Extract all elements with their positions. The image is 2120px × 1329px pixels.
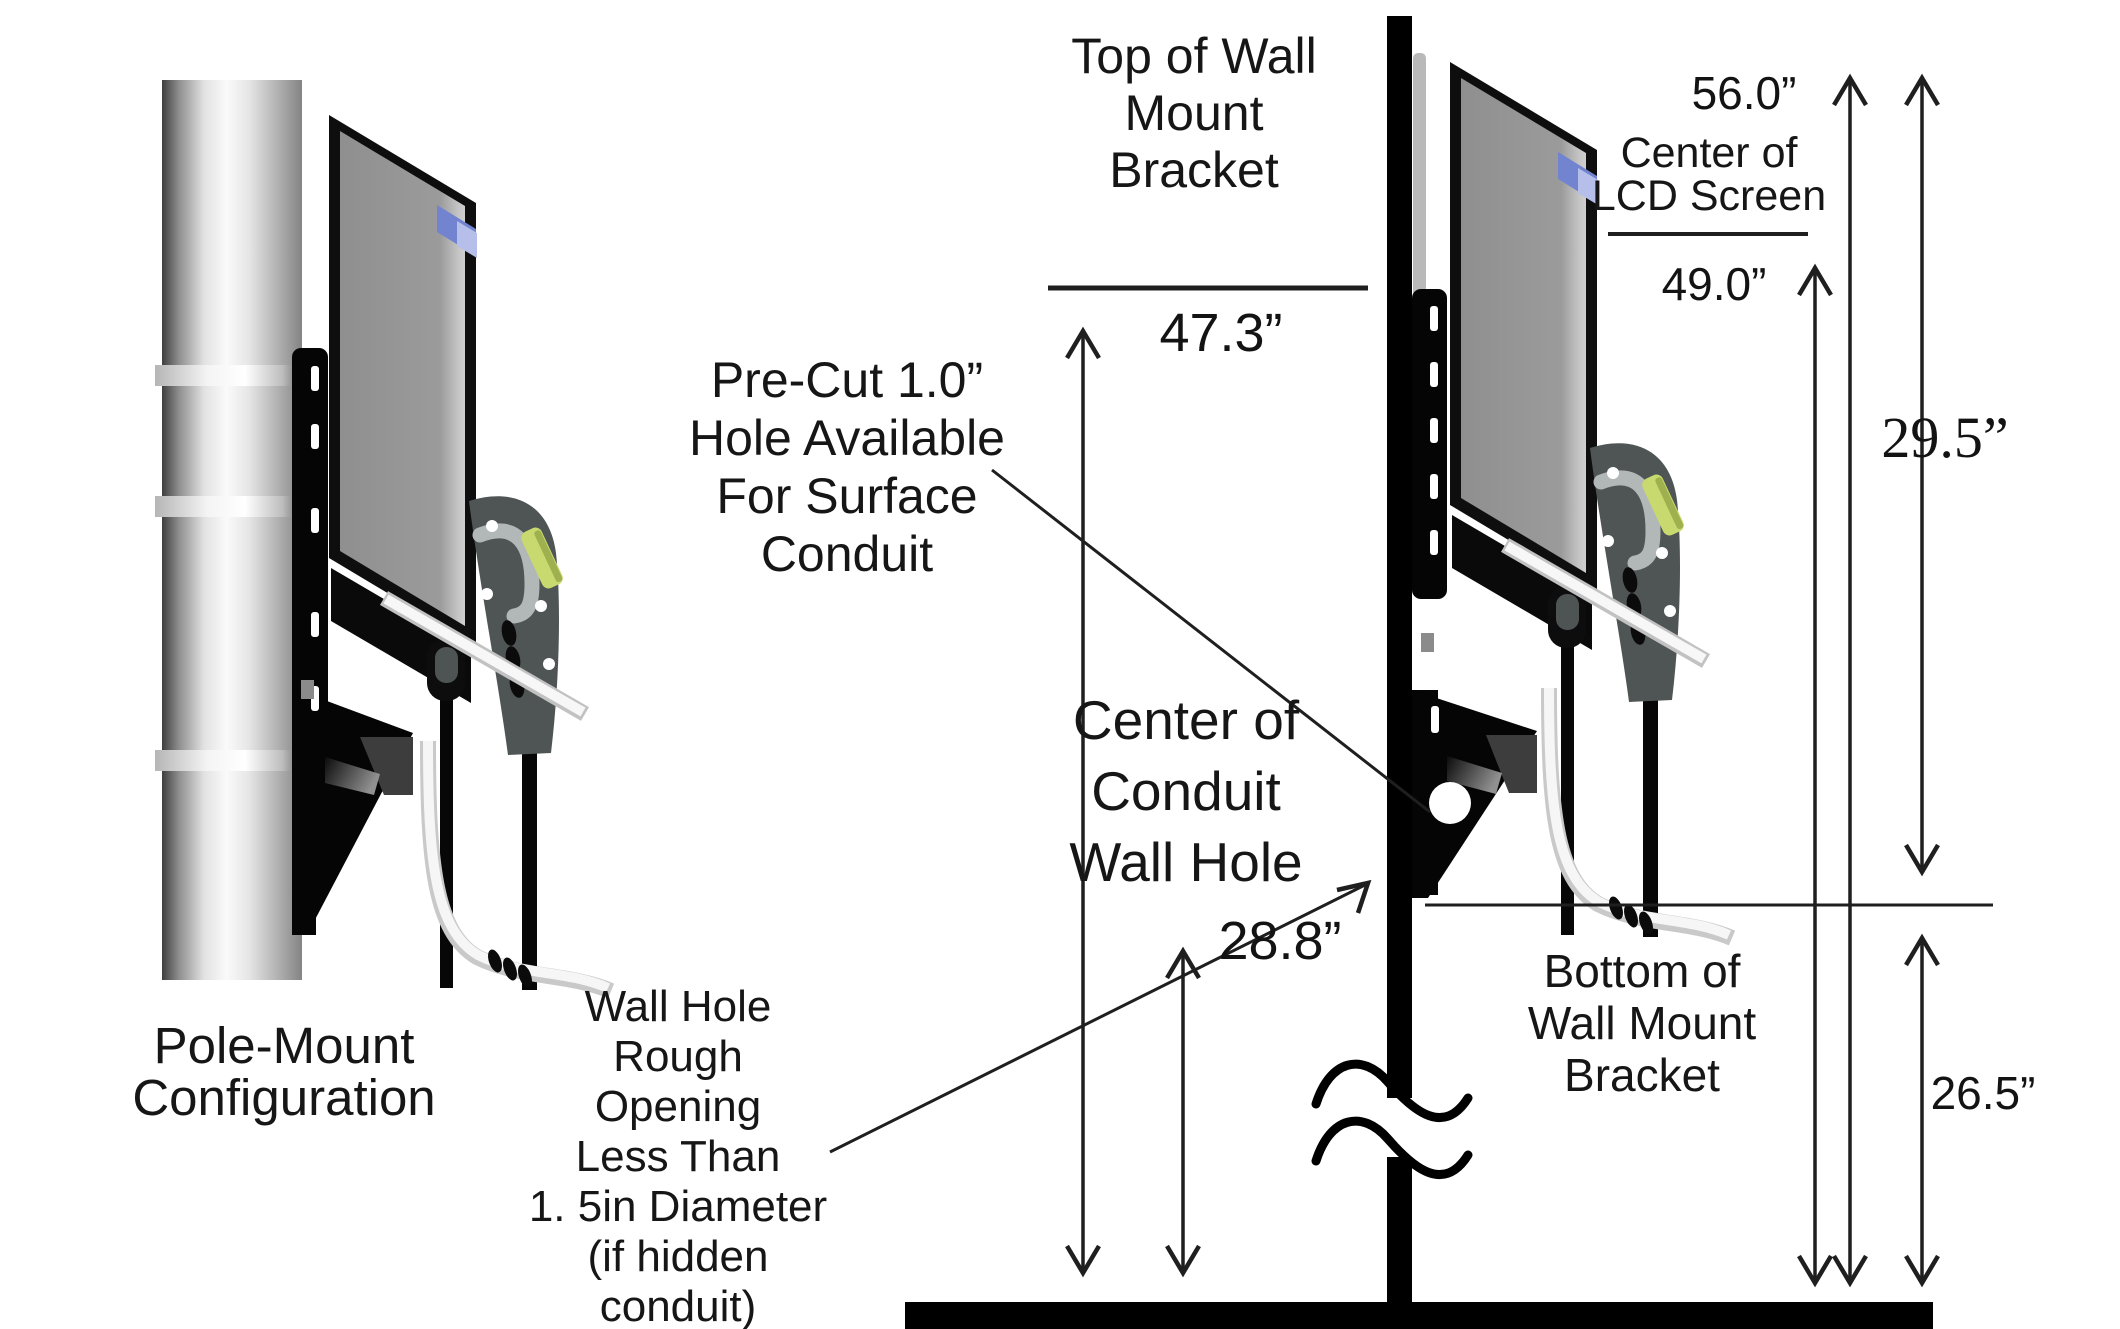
dim-arrow-29-5 (1904, 73, 1940, 877)
label-line: Wall Hole (1069, 831, 1303, 893)
label-line: Less Than (575, 1132, 781, 1181)
label-line: Center of (1072, 689, 1300, 751)
dimension-value-28-8: 28.8” (1218, 911, 1342, 971)
pole-mount-illustration (155, 80, 611, 991)
pole-bracket-plate (292, 348, 413, 935)
conduit-wall-hole-label: Center of Conduit Wall Hole (1069, 685, 1302, 898)
lcd-screen-center-label: Center of LCD Screen (1592, 132, 1826, 218)
label-line: Hole Available (689, 410, 1005, 466)
dimension-lines (829, 73, 1993, 1288)
wall-hole-leader-arrow (829, 879, 1372, 1154)
label-line: 1. 5in Diameter (528, 1182, 828, 1231)
dimension-value-26-5: 26.5” (1930, 1067, 2036, 1119)
label-line: Pole-Mount (153, 1017, 415, 1074)
conduit-hole (1429, 782, 1471, 824)
label-line: Conduit (760, 526, 934, 582)
pole-mounted-screen (329, 115, 611, 991)
dim-arrow-56-0 (1832, 73, 1868, 1288)
precut-hole-leader-line (991, 468, 1431, 814)
wall-break-wave-top (1311, 1059, 1473, 1122)
label-line: Opening (594, 1082, 762, 1131)
label-line: (if hidden (587, 1232, 769, 1281)
label-line: For Surface (716, 468, 978, 524)
precut-hole-label: Pre-Cut 1.0” Hole Available For Surface … (689, 351, 1005, 583)
label-line: Bottom of (1543, 945, 1741, 997)
label-line: Center of (1620, 129, 1798, 177)
dimension-value-29-5: 29.5” (1881, 405, 2009, 470)
wall-hole-rough-opening-label: Wall Hole Rough Opening Less Than 1. 5in… (529, 982, 827, 1329)
label-line: Mount (1124, 85, 1264, 141)
dim-arrow-49-0 (1797, 263, 1833, 1288)
label-line: Configuration (132, 1069, 436, 1126)
pole-band-middle (155, 496, 305, 517)
label-line: Rough (613, 1032, 743, 1081)
top-of-bracket-label: Top of Wall Mount Bracket (1071, 28, 1316, 199)
pole (162, 80, 302, 980)
label-line: Conduit (1091, 760, 1281, 822)
dimension-value-49-0: 49.0” (1661, 258, 1767, 310)
label-line: Top of Wall (1071, 28, 1317, 84)
wall-lower (1387, 1157, 1412, 1302)
dim-arrow-47-3 (1065, 326, 1101, 1278)
dimension-value-47-3: 47.3” (1159, 303, 1283, 363)
pole-mount-configuration-label: Pole-Mount Configuration (132, 1020, 435, 1124)
bottom-of-bracket-label: Bottom of Wall Mount Bracket (1528, 945, 1756, 1101)
floor (905, 1302, 1933, 1329)
label-line: Wall Hole (584, 982, 772, 1031)
pole-band-bottom (155, 750, 305, 771)
dimension-value-56-0: 56.0” (1691, 67, 1797, 119)
label-line: Pre-Cut 1.0” (710, 352, 984, 408)
label-line: Wall Mount (1527, 997, 1757, 1049)
dim-arrow-28-8 (1165, 946, 1201, 1278)
wall-bracket-plate (1412, 289, 1537, 898)
wall-mount-illustration (905, 16, 1933, 1329)
dim-arrow-26-5 (1904, 933, 1940, 1288)
screen-edge-strip (1413, 53, 1426, 303)
label-line: Bracket (1109, 142, 1279, 198)
label-line: conduit) (599, 1282, 757, 1329)
pole-band-top (155, 365, 305, 386)
label-line: Bracket (1564, 1049, 1720, 1101)
label-line: LCD Screen (1591, 172, 1827, 220)
wall-break-wave-bottom (1311, 1116, 1473, 1179)
wall-upper (1387, 16, 1412, 1098)
